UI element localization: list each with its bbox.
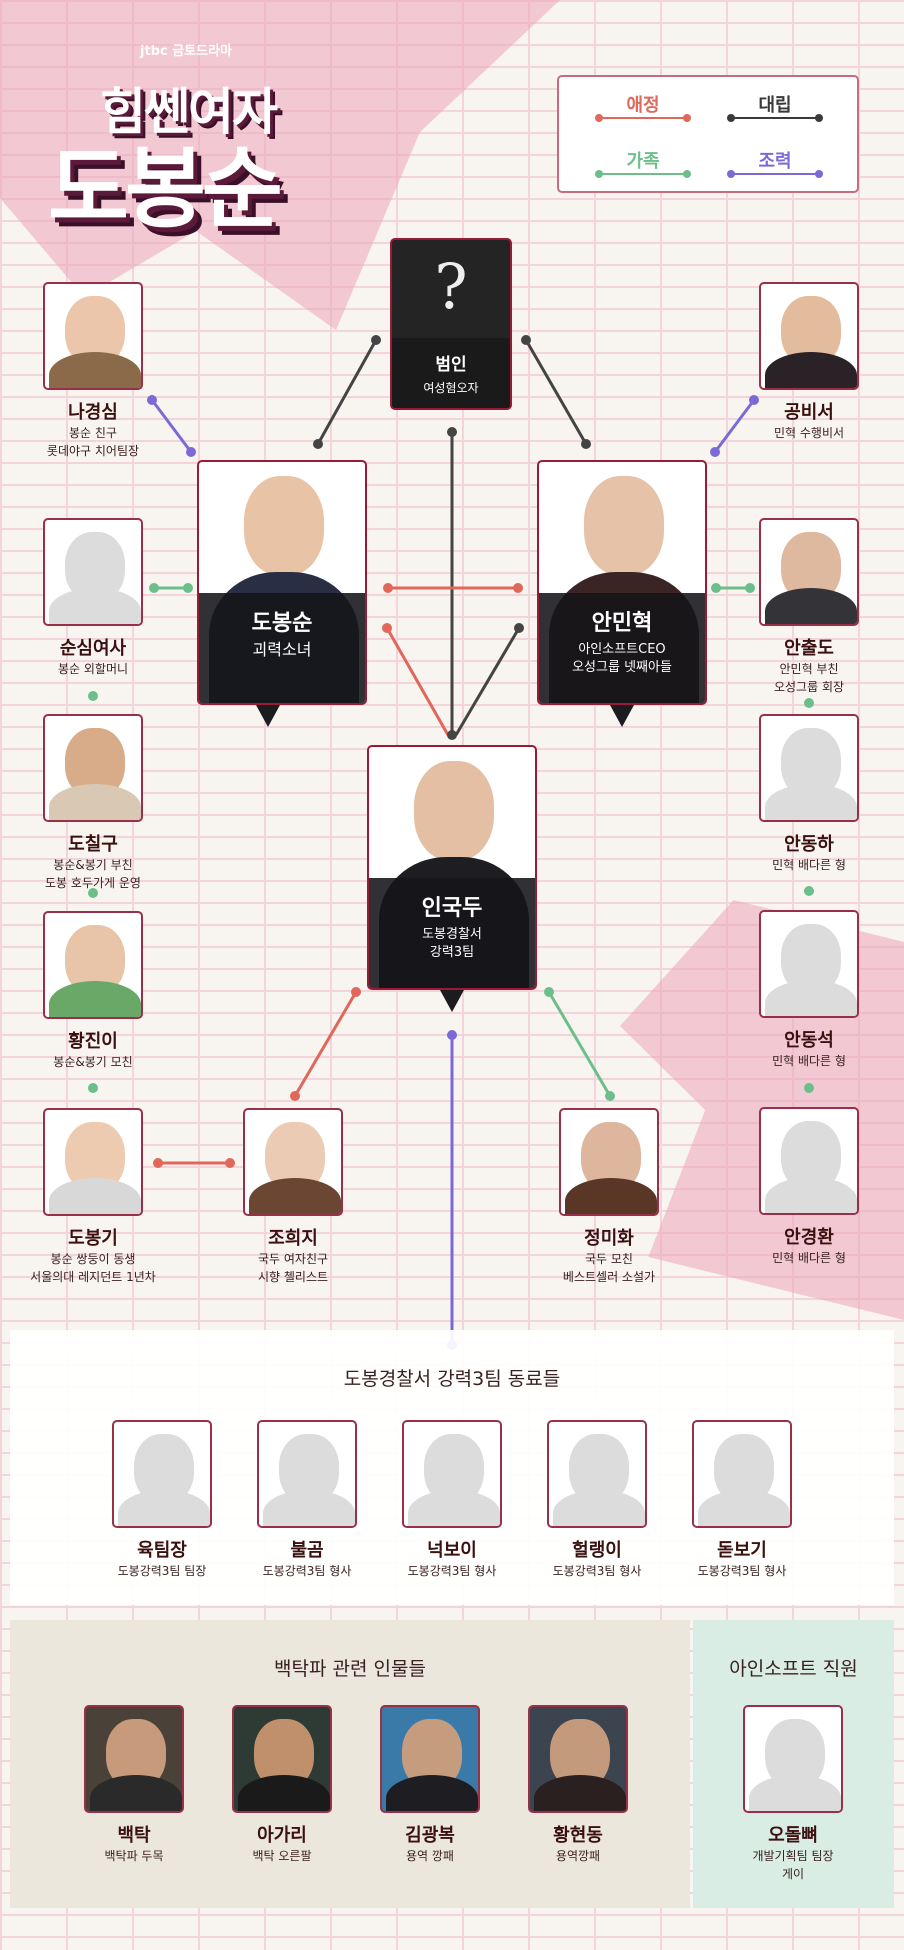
character-card[interactable]: 불곰 도봉강력3팀 형사 xyxy=(247,1420,367,1580)
speech-tail-icon xyxy=(256,705,280,727)
silhouette-icon xyxy=(112,1420,212,1528)
baektak-group-title: 백탁파 관련 인물들 xyxy=(274,1658,426,1680)
culprit-name: 범인 xyxy=(435,355,467,375)
bongsoon-desc: 괴력소녀 xyxy=(252,640,312,659)
character-card[interactable]: 공비서 민혁 수행비서 xyxy=(749,282,869,442)
character-card[interactable]: 황진이 봉순&봉기 모친 xyxy=(33,911,153,1071)
speech-tail-icon xyxy=(440,990,464,1012)
silhouette-icon xyxy=(759,714,859,822)
character-card[interactable]: 백탁 백탁파 두목 xyxy=(74,1705,194,1865)
police-team-panel: 도봉경찰서 강력3팀 동료들 육팀장 도봉강력3팀 팀장 불곰 도봉강력3팀 형… xyxy=(10,1330,894,1605)
portrait-icon xyxy=(244,476,324,576)
silhouette-icon xyxy=(743,1705,843,1813)
network-logo: jtbc 금토드라마 xyxy=(140,44,233,59)
character-card[interactable]: 조희지 국두 여자친구 시향 첼리스트 xyxy=(233,1108,353,1286)
ainsoft-staff-title: 아인소프트 직원 xyxy=(729,1658,858,1680)
legend-help: 조력 xyxy=(727,147,823,178)
gukdu-name: 인국두 xyxy=(421,896,483,921)
culprit-desc: 여성혐오자 xyxy=(423,381,479,395)
character-card[interactable]: 김광복 용역 깡패 xyxy=(370,1705,490,1865)
silhouette-icon xyxy=(547,1420,647,1528)
character-card[interactable]: 안동하 민혁 배다른 형 xyxy=(749,714,869,874)
question-mark-icon: ? xyxy=(434,250,468,323)
silhouette-icon xyxy=(43,518,143,626)
minhyuk-card[interactable]: 안민혁 아인소프트CEO 오성그룹 넷째아들 xyxy=(537,460,707,705)
ainsoft-staff-panel: 아인소프트 직원 오돌뼈 개발기획팀 팀장 게이 xyxy=(693,1620,894,1908)
character-photo xyxy=(84,1705,184,1813)
affection-line-icon xyxy=(595,114,691,122)
silhouette-icon xyxy=(759,910,859,1018)
character-card[interactable]: 안출도 안민혁 부친 오성그룹 회장 xyxy=(749,518,869,696)
character-card[interactable]: 아가리 백탁 오른팔 xyxy=(222,1705,342,1865)
title-line1: 힘쎈여자 xyxy=(100,83,278,141)
portrait-icon xyxy=(414,761,494,861)
character-card[interactable]: 정미화 국두 모친 베스트셀러 소설가 xyxy=(549,1108,669,1286)
gukdu-desc1: 도봉경찰서 xyxy=(422,927,482,942)
help-line-icon xyxy=(727,170,823,178)
character-card[interactable]: 안동석 민혁 배다른 형 xyxy=(749,910,869,1070)
bongsoon-name: 도봉순 xyxy=(251,611,313,636)
silhouette-icon xyxy=(759,1107,859,1215)
character-photo xyxy=(559,1108,659,1216)
bongsoon-card[interactable]: 도봉순 괴력소녀 xyxy=(197,460,367,705)
character-photo xyxy=(43,714,143,822)
silhouette-icon xyxy=(692,1420,792,1528)
title-line2: 도봉순 xyxy=(48,137,283,240)
police-team-title: 도봉경찰서 강력3팀 동료들 xyxy=(343,1368,561,1390)
character-card[interactable]: 순심여사 봉순 외할머니 xyxy=(33,518,153,678)
family-line-icon xyxy=(595,170,691,178)
character-card[interactable]: 헐랭이 도봉강력3팀 형사 xyxy=(537,1420,657,1580)
gukdu-desc2: 강력3팀 xyxy=(429,945,475,960)
character-card[interactable]: 돋보기 도봉강력3팀 형사 xyxy=(682,1420,802,1580)
character-photo xyxy=(43,1108,143,1216)
character-card[interactable]: 넉보이 도봉강력3팀 형사 xyxy=(392,1420,512,1580)
character-photo xyxy=(243,1108,343,1216)
character-card[interactable]: 도칠구 봉순&봉기 부친 도봉 호두가게 운영 xyxy=(33,714,153,892)
silhouette-icon xyxy=(402,1420,502,1528)
character-photo xyxy=(528,1705,628,1813)
character-card[interactable]: 황현동 용역깡패 xyxy=(518,1705,638,1865)
baektak-group-panel: 백탁파 관련 인물들 백탁 백탁파 두목 아가리 백탁 오른팔 김광복 용역 깡… xyxy=(10,1620,690,1908)
legend-affection: 애정 xyxy=(595,91,691,122)
legend: 애정 대립 가족 조력 xyxy=(557,75,859,193)
legend-conflict: 대립 xyxy=(727,91,823,122)
character-card[interactable]: 도봉기 봉순 쌍둥이 동생 서울의대 레지던트 1년차 xyxy=(13,1108,173,1286)
speech-tail-icon xyxy=(610,705,634,727)
portrait-icon xyxy=(584,476,664,576)
character-card[interactable]: 오돌뼈 개발기획팀 팀장 게이 xyxy=(733,1705,853,1883)
conflict-line-icon xyxy=(727,114,823,122)
character-photo xyxy=(759,518,859,626)
silhouette-icon xyxy=(257,1420,357,1528)
minhyuk-name: 안민혁 xyxy=(591,611,653,636)
character-card[interactable]: 안경환 민혁 배다른 형 xyxy=(749,1107,869,1267)
character-photo xyxy=(759,282,859,390)
culprit-card[interactable]: ? 범인 여성혐오자 xyxy=(390,238,512,410)
minhyuk-desc2: 오성그룹 넷째아들 xyxy=(572,660,672,675)
character-card[interactable]: 육팀장 도봉강력3팀 팀장 xyxy=(102,1420,222,1580)
character-photo xyxy=(380,1705,480,1813)
character-photo xyxy=(43,911,143,1019)
minhyuk-desc1: 아인소프트CEO xyxy=(578,642,666,657)
character-photo xyxy=(232,1705,332,1813)
legend-family: 가족 xyxy=(595,147,691,178)
gukdu-card[interactable]: 인국두 도봉경찰서 강력3팀 xyxy=(367,745,537,990)
character-photo xyxy=(43,282,143,390)
character-card[interactable]: 나경심 봉순 친구 롯데야구 치어팀장 xyxy=(33,282,153,460)
